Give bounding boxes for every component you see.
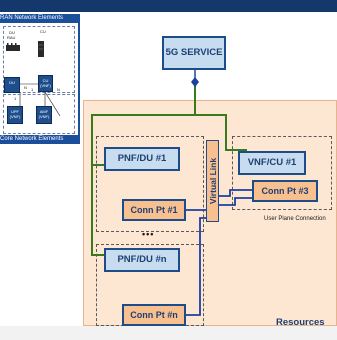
5g-service-box: 5G SERVICE — [162, 36, 226, 70]
pnf-du-n-box: PNF/DU #n — [104, 248, 180, 272]
conn-pt-1-box: Conn Pt #1 — [122, 199, 186, 221]
conn-pt-n-box: Conn Pt #n — [122, 304, 186, 326]
du-box: DU — [4, 77, 20, 93]
core-header: Core Network Elements — [0, 135, 78, 144]
green-link-vnf — [195, 114, 247, 151]
green-link-main — [91, 85, 196, 256]
n-label-left: N — [24, 85, 27, 90]
cu-vnf-box: CU (VNF) — [38, 75, 53, 92]
blue-link-cp3 — [219, 189, 252, 197]
ran-group — [3, 26, 75, 93]
ru-hardware-icon — [6, 45, 20, 51]
user-plane-label: User Plane Connection — [264, 216, 326, 222]
pnf-du-1-box: PNF/DU #1 — [104, 147, 180, 171]
top-banner — [0, 0, 337, 12]
one-label: 1 — [14, 96, 17, 101]
amf-vnf-box: AMF (VNF) — [36, 106, 52, 124]
virtual-link-box: Virtual Link — [206, 140, 219, 222]
du-label: DU — [9, 30, 15, 35]
ran-header: RAN Network Elements — [0, 14, 78, 23]
vnf-cu-1-group — [232, 136, 332, 210]
pnf-du-1-group — [96, 136, 204, 232]
cu-label: CU — [40, 29, 46, 34]
conn-pt-3-box: Conn Pt #3 — [252, 180, 318, 202]
service-diamond — [191, 77, 199, 87]
virtual-link-label: Virtual Link — [207, 157, 218, 205]
ru-label: RAU — [7, 35, 16, 40]
upf-vnf-box: UPF (VNF) — [7, 106, 23, 124]
hardware-icons — [6, 41, 44, 57]
vnf-cu-1-box: VNF/CU #1 — [238, 151, 306, 175]
bottom-strip — [0, 326, 337, 340]
blue-link-cpn — [186, 217, 206, 316]
core-group — [3, 94, 75, 134]
network-elements-panel: RAN Network Elements DU RAU CU DU CU (VN… — [0, 14, 80, 144]
n-label-mid: 1 — [31, 87, 34, 92]
ellipsis: ••• — [142, 229, 155, 239]
resources-label: Resources — [276, 317, 325, 328]
n-label-right: N — [57, 87, 60, 92]
